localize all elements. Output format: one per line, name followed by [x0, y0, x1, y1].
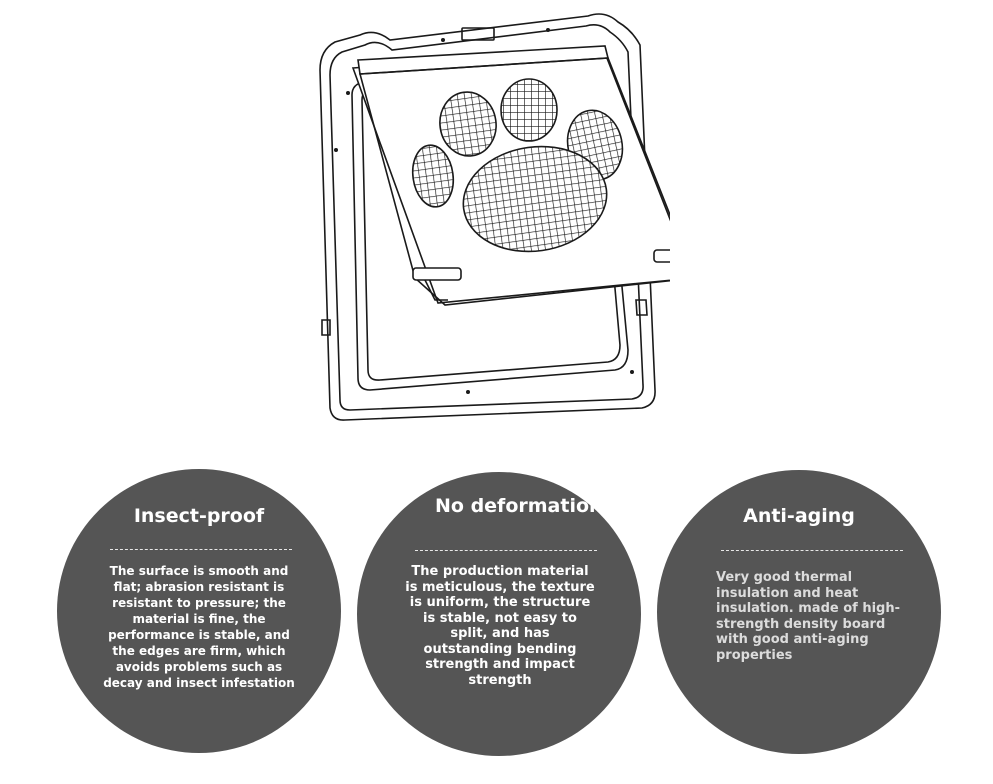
feature-title: Anti-aging — [743, 505, 855, 527]
feature-title: No deformation — [435, 495, 603, 517]
feature-description: The surface is smooth and flat; abrasion… — [103, 564, 295, 690]
feature-description: The production material is meticulous, t… — [405, 564, 595, 688]
feature-description: Very good thermal insulation and heat in… — [716, 570, 900, 663]
feature-card-insect-proof: Insect-proof The surface is smooth and f… — [57, 469, 341, 753]
pet-door-illustration — [300, 0, 703, 430]
feature-title: Insect-proof — [133, 505, 265, 527]
dashed-divider — [721, 550, 903, 551]
feature-card-anti-aging: Anti-aging Very good thermal insulation … — [657, 470, 941, 754]
pet-door-icon — [319, 13, 703, 421]
feature-card-no-deformation: No deformation The production material i… — [357, 472, 641, 756]
dashed-divider — [415, 550, 597, 551]
dashed-divider — [110, 549, 292, 550]
